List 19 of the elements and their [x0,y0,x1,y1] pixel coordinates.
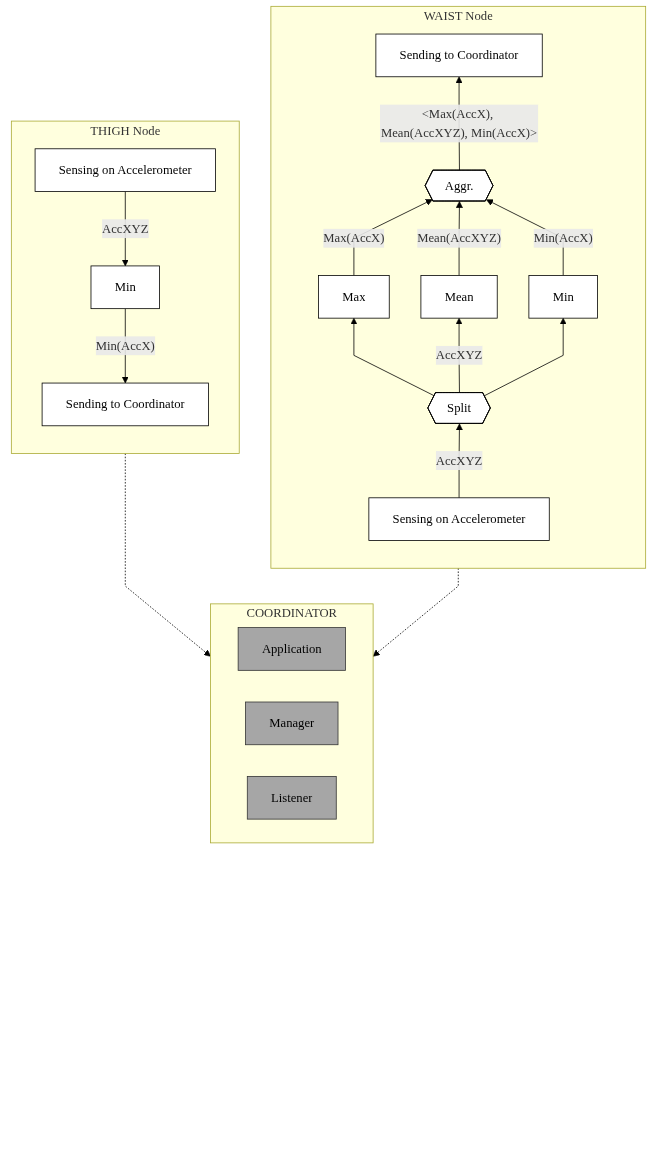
edge-label: Min(AccX) [533,231,593,245]
node-box: Min [90,265,160,310]
node-box: Listener [246,776,337,820]
node-box: Sensing on Accelerometer [34,148,216,192]
edge-label: AccXYZ [435,453,483,467]
edge-label: <Max(AccX), Mean(AccXYZ), Min(AccX)> [380,106,538,140]
node-box: Min [528,275,598,319]
edge-label: Max(AccX) [323,231,385,245]
node-box: Application [237,627,346,671]
edge-label: Mean(AccXYZ) [417,231,501,245]
node-box: Sensing on Accelerometer [368,497,550,541]
node-box: Max [318,275,390,319]
node-box: Mean [420,275,498,319]
edge-label: Min(AccX) [95,338,155,353]
node-box: Sending to Coordinator [375,33,543,78]
node-box: Manager [245,701,339,746]
edge-label: AccXYZ [435,348,483,362]
edge-label: AccXYZ [102,221,149,236]
node-box: Sending to Coordinator [41,382,209,427]
